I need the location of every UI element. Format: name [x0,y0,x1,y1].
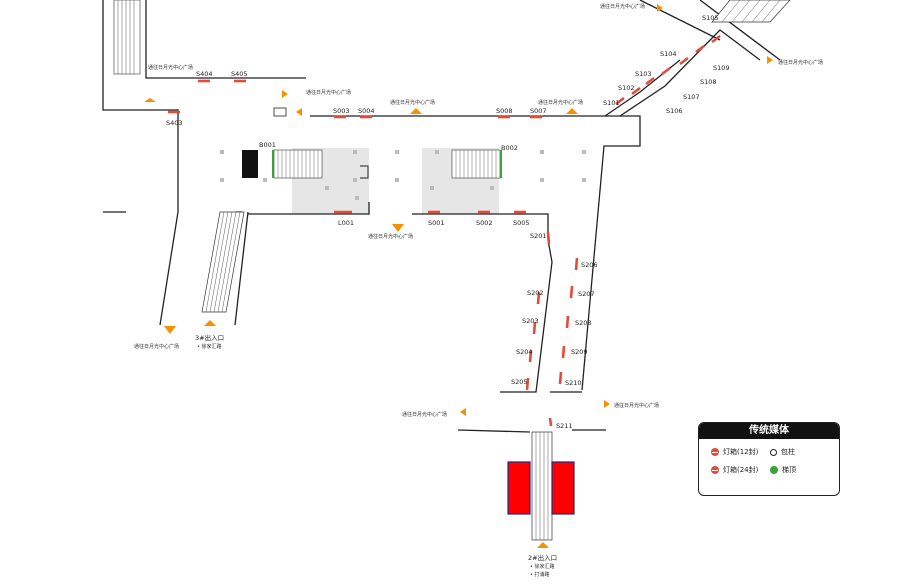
escalator-exit-2 [531,431,553,541]
escalator-b001 [272,149,323,179]
code-label: S109 [713,64,730,72]
direction-label: 通往日月光中心广场 [148,64,193,71]
code-label: S005 [513,219,530,227]
code-label: S204 [516,348,533,356]
legend-label: 灯箱(24封) [723,466,759,474]
direction-label: 通往日月光中心广场 [614,402,659,409]
code-label: S208 [575,319,592,327]
legend-label: 梯顶 [782,466,796,474]
code-label: S207 [578,290,595,298]
svg-text:• 打浦路: • 打浦路 [530,571,550,578]
escalator-b002 [451,149,502,179]
small-box [273,107,287,117]
code-label: S001 [428,219,445,227]
legend-label: 灯箱(12封) [723,448,759,456]
code-label: S201 [530,232,547,240]
exit-2-label: 2#出入口 • 徐家汇路 • 打浦路 [528,553,557,578]
code-label: S209 [571,348,588,356]
legend-item: 包柱 [770,447,829,457]
code-label: S205 [511,378,528,386]
code-label: S108 [700,78,717,86]
direction-label: 通往日月光中心广场 [368,233,413,240]
direction-label: 通往日月光中心广场 [538,99,583,106]
ad-lightboxes [168,34,721,427]
svg-text:2#出入口: 2#出入口 [528,553,557,562]
stair-top-icon [770,466,778,474]
legend-title: 传统媒体 [699,423,839,439]
direction-label: 通往日月光中心广场 [390,99,435,106]
legend-item: 灯箱(24封) [711,465,770,475]
highlight-block-left [507,461,531,515]
escalator-top-right [711,0,791,23]
code-label: S002 [476,219,493,227]
code-label: S203 [522,317,539,325]
lightbox-12-icon [711,448,719,456]
highlight-block-right [551,461,575,515]
code-label: S101 [603,99,620,107]
code-label: S104 [660,50,677,58]
code-label: S206 [581,261,598,269]
svg-text:• 徐家汇路: • 徐家汇路 [530,563,555,570]
station-code-labels: S105 S104 S103 S102 S101 S109 S108 S107 … [166,14,730,430]
code-label: S103 [635,70,652,78]
direction-label: 通往日月光中心广场 [402,411,447,418]
direction-labels: 通往日月光中心广场 通往日月光中心广场 通往日月光中心广场 通往日月光中心广场 … [134,3,823,418]
exit-3-label: 3#出入口 • 徐家汇路 [195,333,224,350]
legend-item: 灯箱(12封) [711,447,770,457]
code-label: S003 [333,107,350,115]
code-label: B002 [501,144,518,152]
code-label: S107 [683,93,700,101]
code-label: S210 [565,379,582,387]
svg-text:3#出入口: 3#出入口 [195,333,224,342]
code-label: S403 [166,119,183,127]
code-label: L001 [338,219,354,227]
direction-label: 通往日月光中心广场 [600,3,645,10]
direction-label: 通往日月光中心广场 [778,59,823,66]
escalator-top-left [113,0,141,75]
legend-label: 包柱 [781,448,795,456]
pillars [220,150,586,200]
wall-lines [102,0,781,433]
code-label: S008 [496,107,513,115]
escalator-exit-3 [201,211,245,313]
code-label: S106 [666,107,683,115]
small-bracket [360,165,369,179]
direction-label: 通往日月光中心广场 [134,343,179,350]
svg-text:• 徐家汇路: • 徐家汇路 [197,343,222,350]
code-label: S004 [358,107,375,115]
code-label: S202 [527,289,544,297]
lightbox-24-icon [711,466,719,474]
legend-item: 梯顶 [770,465,829,475]
code-label: S105 [702,14,719,22]
legend-panel: 传统媒体 灯箱(12封) 包柱 灯箱(24封) 梯顶 [698,422,840,496]
code-label: S211 [556,422,573,430]
code-label: B001 [259,141,276,149]
code-label: S007 [530,107,547,115]
direction-arrows [144,4,773,548]
direction-label: 通往日月光中心广场 [306,89,351,96]
black-block [242,150,258,178]
pillar-wrap-icon [770,448,777,456]
code-label: S102 [618,84,635,92]
code-label: S404 [196,70,213,78]
code-label: S405 [231,70,248,78]
